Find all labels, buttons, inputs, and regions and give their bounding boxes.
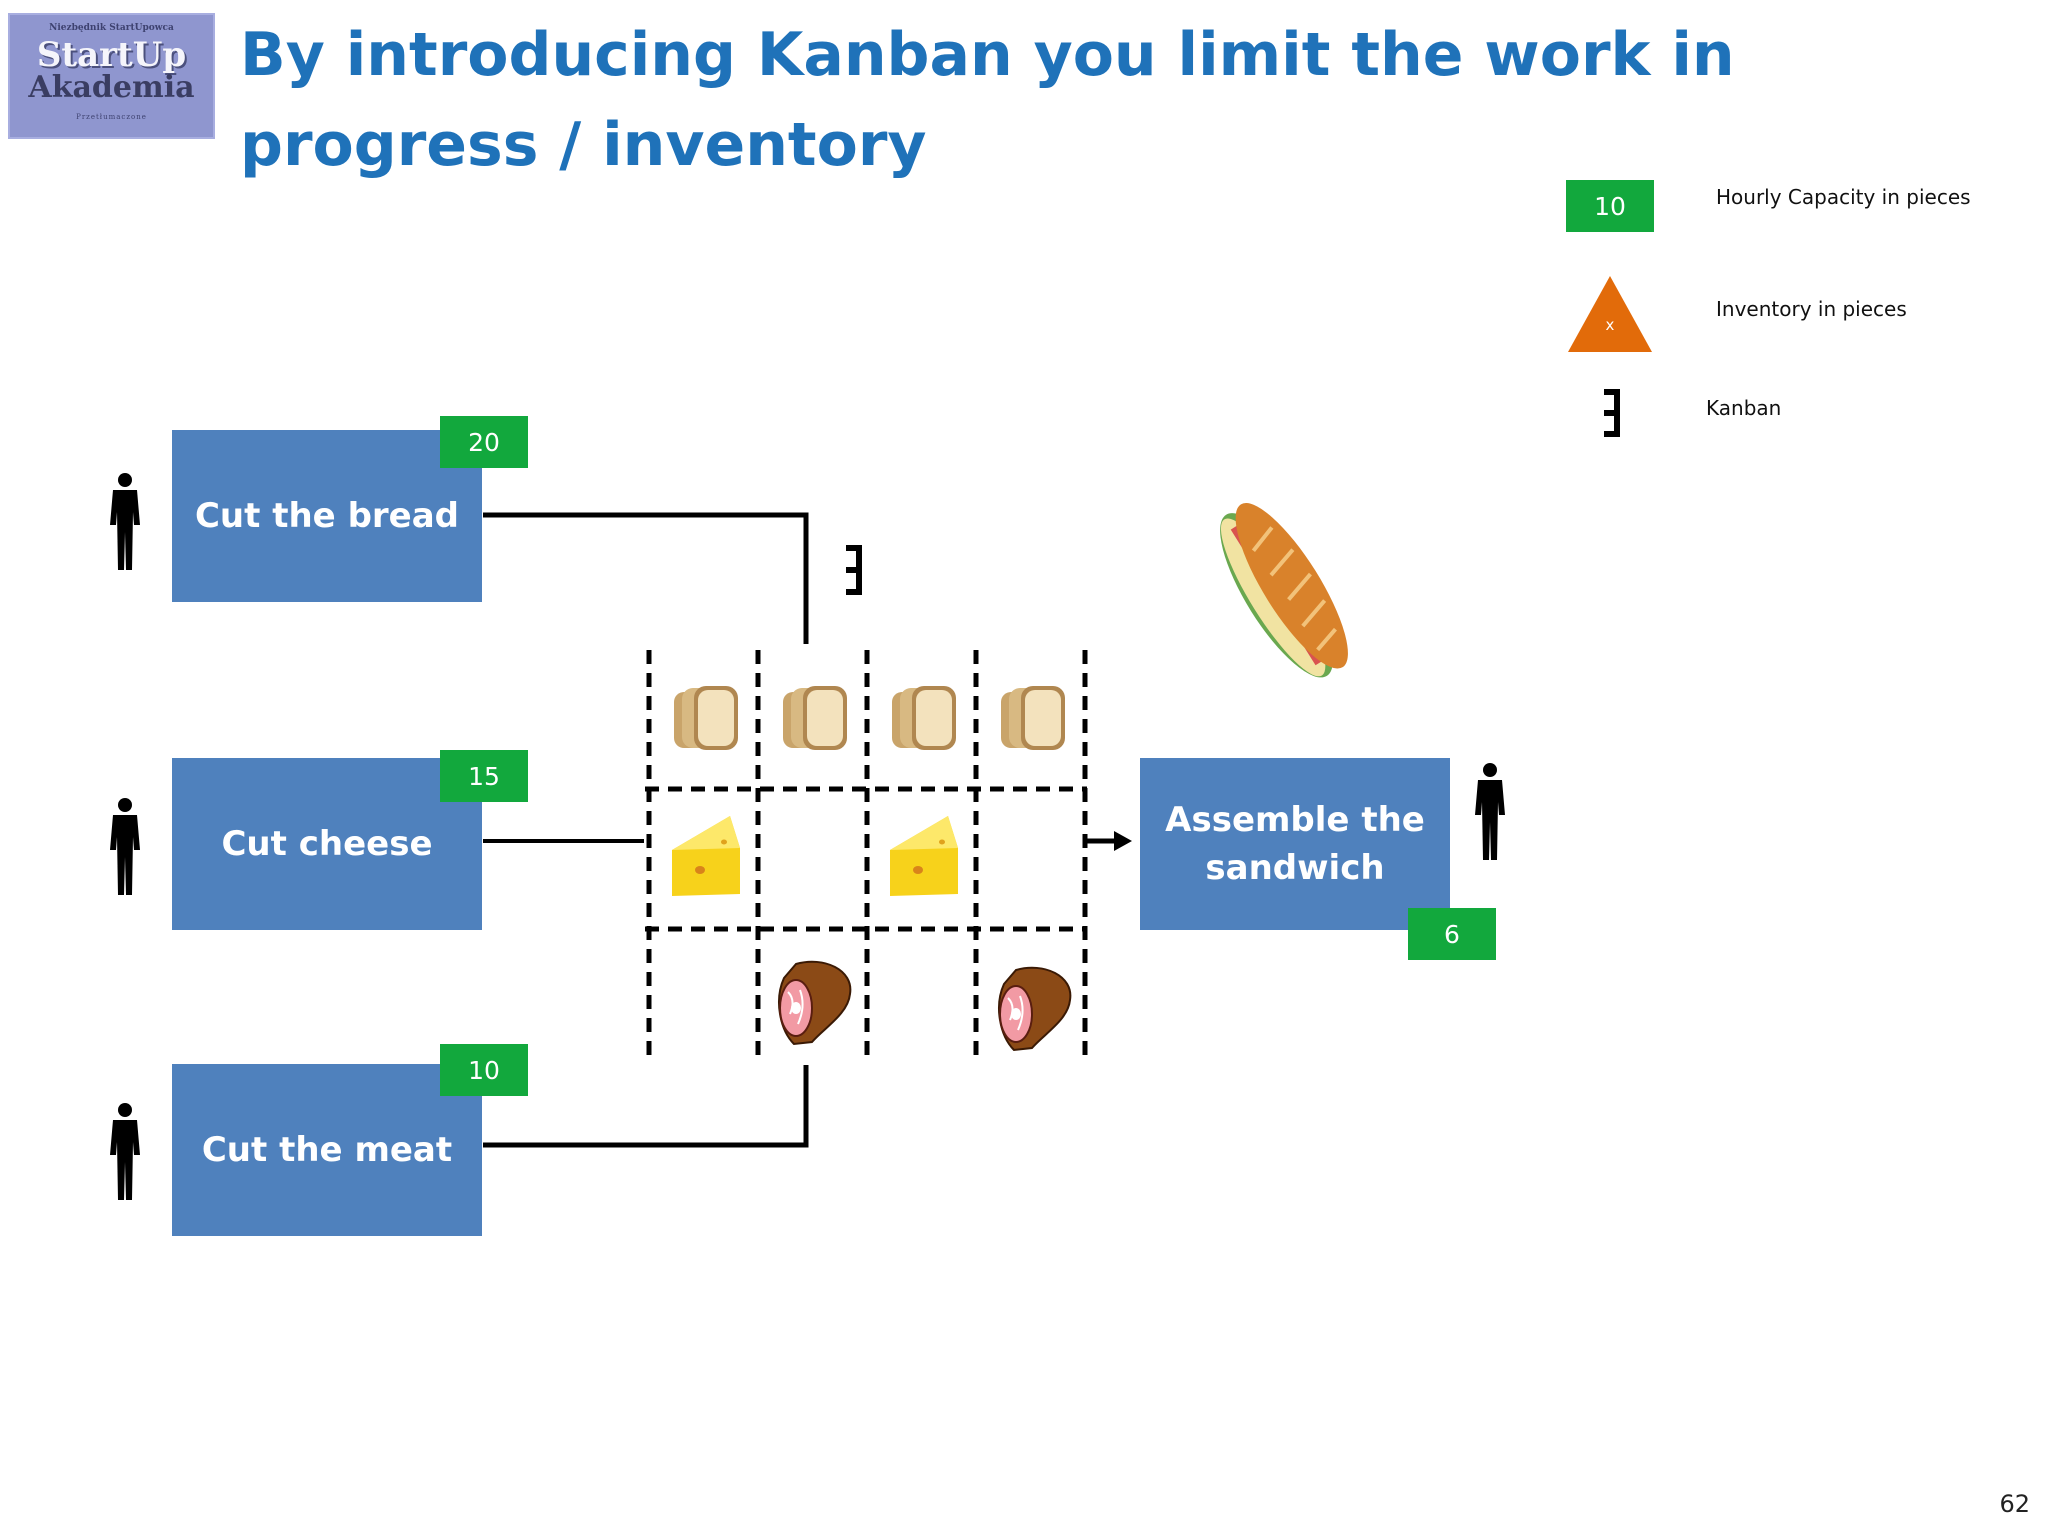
legend-inventory-symbol: x <box>1606 316 1615 334</box>
worker-figure-meat <box>110 1103 140 1200</box>
meat-icon <box>778 960 852 1045</box>
connector-bread <box>483 512 809 644</box>
legend-capacity-label: Hourly Capacity in pieces <box>1716 185 1971 209</box>
kanban-marker <box>846 545 862 595</box>
cheese-icon <box>890 816 958 896</box>
bread-icon <box>783 686 847 750</box>
kanban-grid <box>645 650 1088 1057</box>
worker-figure-cheese <box>110 798 140 895</box>
capacity-badge-cheese: 15 <box>440 750 528 802</box>
page-number: 62 <box>1999 1490 2030 1518</box>
bread-icon <box>892 686 956 750</box>
connector-meat <box>483 1065 809 1148</box>
bread-icon <box>674 686 738 750</box>
capacity-badge-meat: 10 <box>440 1044 528 1096</box>
logo-line-1: StartUp <box>36 35 187 75</box>
worker-figure-bread <box>110 473 140 570</box>
legend-capacity-badge: 10 <box>1566 180 1654 232</box>
slide-title: By introducing Kanban you limit the work… <box>240 20 1735 180</box>
process-cut-bread: Cut the bread <box>172 430 482 602</box>
logo-top-text: Niezbędnik StartUpowca <box>49 23 174 33</box>
legend-kanban-label: Kanban <box>1706 396 1782 420</box>
logo-bottom-text: Przetłumaczone <box>76 113 147 121</box>
process-assemble-sandwich: Assemble the sandwich <box>1140 758 1450 930</box>
process-cut-cheese: Cut cheese <box>172 758 482 930</box>
bread-icon <box>1001 686 1065 750</box>
process-cut-meat: Cut the meat <box>172 1064 482 1236</box>
capacity-badge-assemble: 6 <box>1408 908 1496 960</box>
logo-line-2: Akademia <box>28 70 195 105</box>
legend-inventory-label: Inventory in pieces <box>1716 297 1907 321</box>
sandwich-icon <box>1220 503 1348 678</box>
cheese-icon <box>672 816 740 896</box>
capacity-badge-bread: 20 <box>440 416 528 468</box>
startup-akademia-logo: Niezbędnik StartUpowca StartUp Akademia … <box>8 13 215 139</box>
worker-figure-assemble <box>1475 763 1505 860</box>
meat-icon <box>998 966 1072 1051</box>
